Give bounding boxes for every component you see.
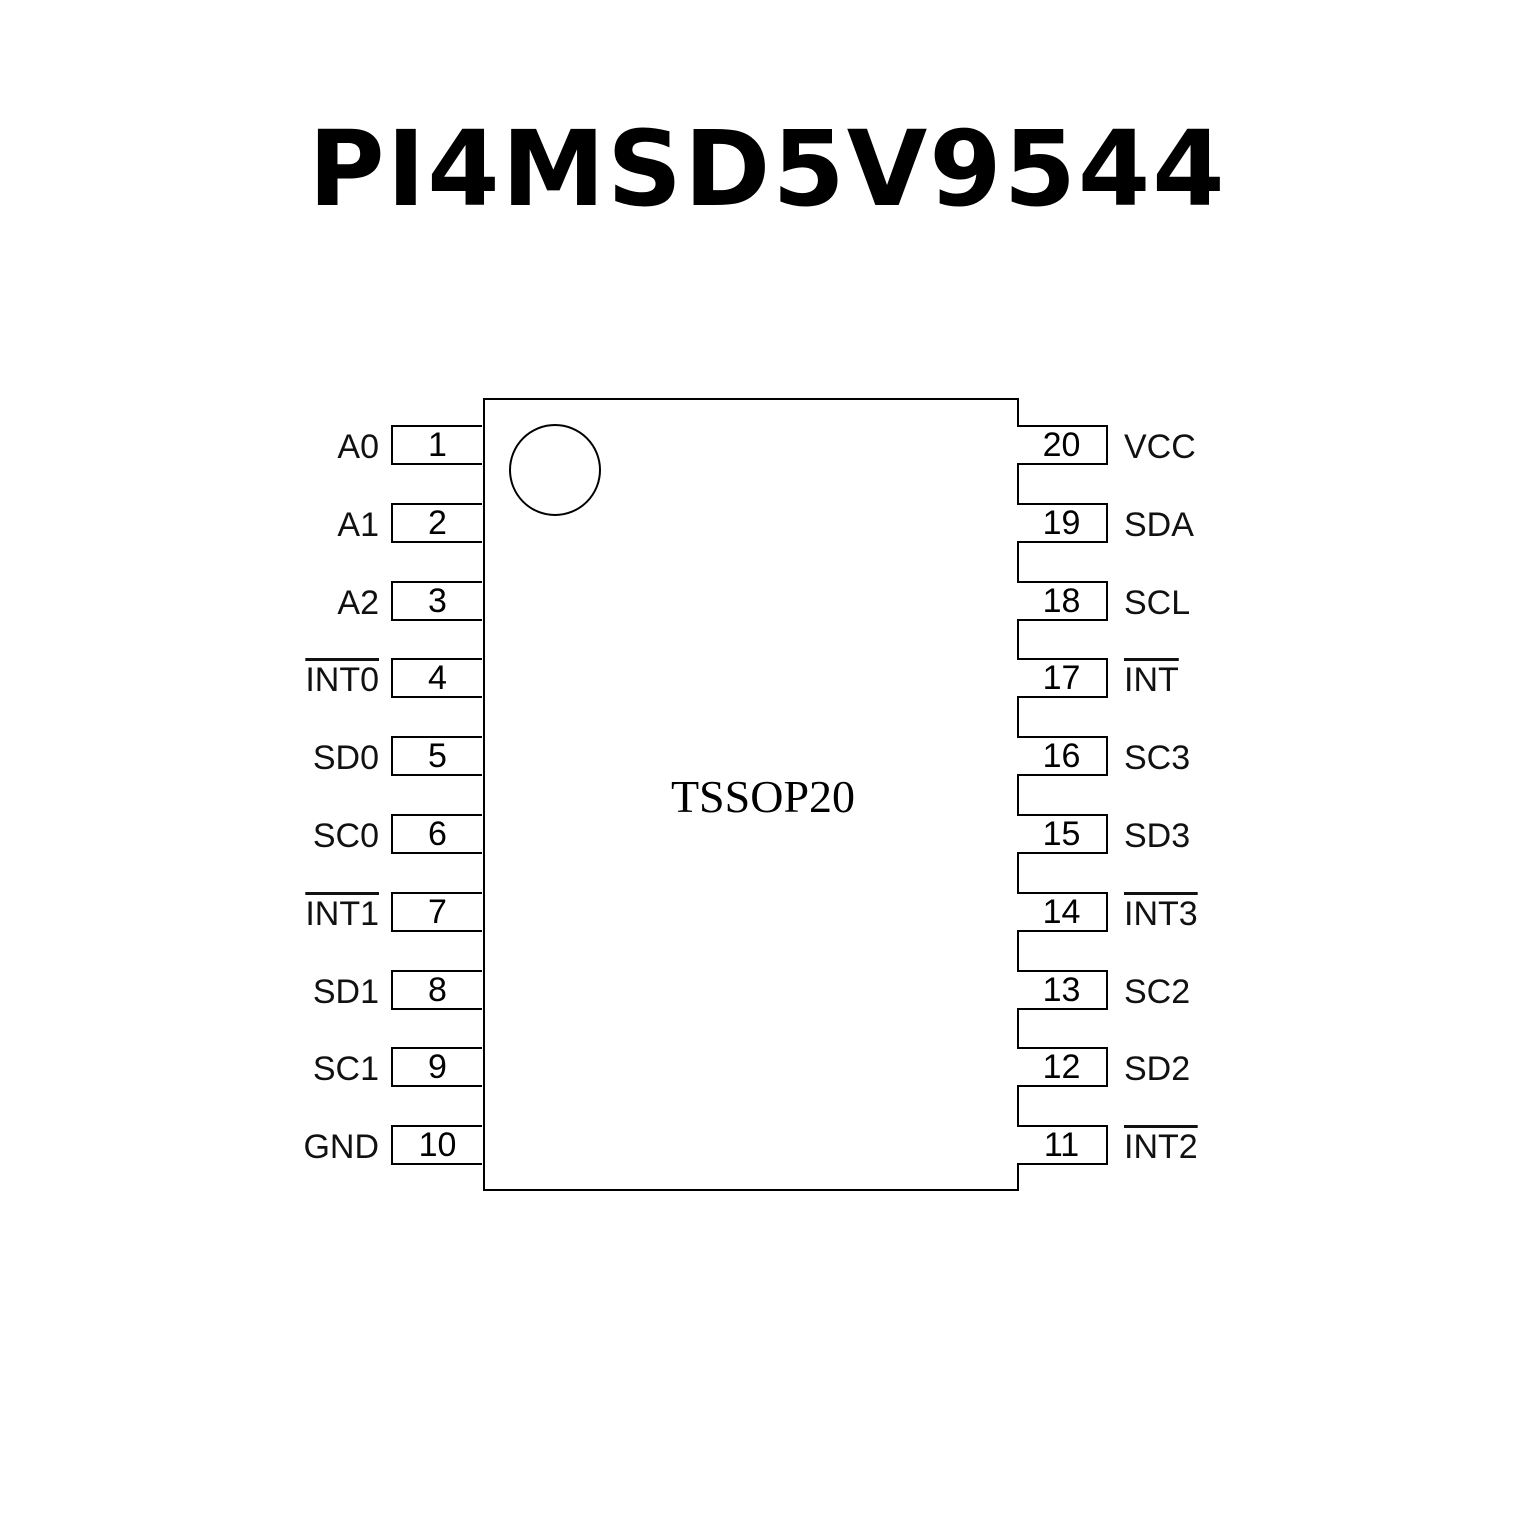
pin-right-number: 13 [1017, 969, 1108, 1010]
pin-right-label: SC2 [1124, 972, 1191, 1011]
pin-left-label: INT1 [305, 894, 379, 933]
pin-right-number: 19 [1017, 502, 1108, 543]
pin-left-label: SD0 [312, 739, 379, 778]
pin-left-number: 4 [391, 658, 482, 699]
pin-right-label: SCL [1124, 583, 1191, 622]
pin-right-number: 12 [1017, 1047, 1108, 1088]
pin-right-number: 16 [1017, 736, 1108, 777]
pin-right-number: 20 [1017, 425, 1108, 465]
pin-right-label: SC3 [1124, 739, 1191, 778]
pin-right-label: INT2 [1124, 1128, 1198, 1167]
pin-right-label: SD2 [1124, 1050, 1191, 1089]
pin-left-number: 9 [391, 1047, 482, 1088]
pin-left-label: A2 [337, 583, 379, 622]
pin-left-label: A1 [337, 505, 379, 544]
pin-left-label: INT0 [305, 661, 379, 700]
pin-left-number: 7 [391, 891, 482, 932]
pin-right-number: 14 [1017, 891, 1108, 932]
pin-left-number: 6 [391, 814, 482, 854]
pin-right-label: INT [1124, 661, 1179, 700]
pin-left-number: 3 [391, 580, 482, 621]
pin-right-label: SDA [1124, 505, 1194, 544]
pin-left-number: 10 [391, 1125, 482, 1166]
pin-left-number: 5 [391, 736, 482, 777]
pin-right-number: 15 [1017, 814, 1108, 854]
pin-left-number: 8 [391, 969, 482, 1010]
chip-body [483, 398, 1019, 1191]
pin-right-number: 17 [1017, 658, 1108, 699]
pin1-marker [509, 424, 601, 516]
pin-left-number: 2 [391, 502, 482, 543]
pin-left-label: GND [303, 1128, 379, 1167]
pin-right-label: SD3 [1124, 817, 1191, 855]
pin-right-number: 11 [1017, 1125, 1108, 1166]
pin-left-label: SC1 [312, 1050, 379, 1089]
package-label: TSSOP20 [670, 771, 856, 822]
pin-left-number: 1 [391, 425, 482, 465]
pin-right-number: 18 [1017, 580, 1108, 621]
pin-left-label: A0 [337, 428, 379, 466]
pin-right-label: INT3 [1124, 894, 1198, 933]
pin-left-label: SC0 [312, 817, 379, 855]
pin-right-label: VCC [1124, 428, 1196, 466]
chip-title: PI4MSD5V9544 [308, 108, 1227, 230]
pin-left-label: SD1 [312, 972, 379, 1011]
